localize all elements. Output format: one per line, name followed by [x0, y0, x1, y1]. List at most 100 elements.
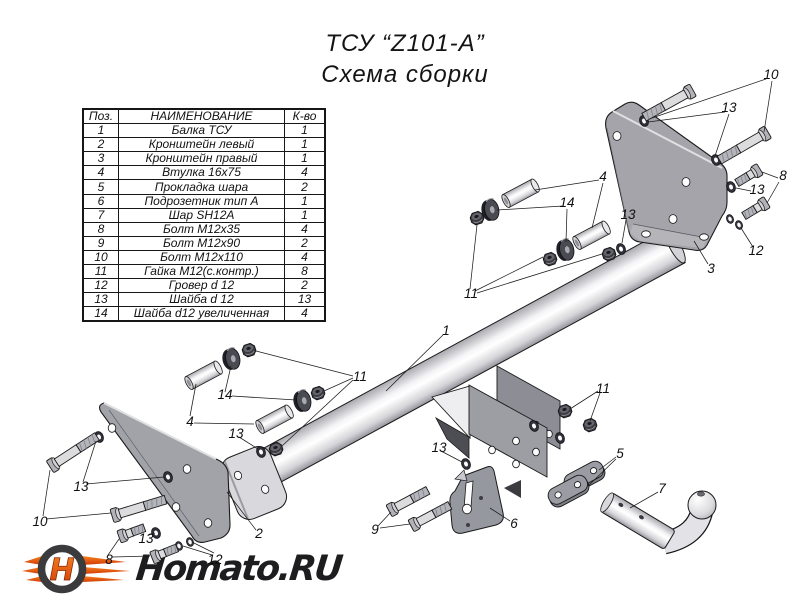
logo-wings-icon — [22, 556, 130, 582]
cell-name: Шар SH12A — [118, 207, 285, 223]
callout-label: 5 — [616, 446, 624, 461]
callout-label: 4 — [186, 414, 194, 429]
title-line1: ТСУ “Z101-А” — [325, 30, 485, 57]
callout-label: 13 — [431, 440, 447, 455]
callout-label: 1 — [442, 323, 450, 338]
callout-label: 12 — [748, 243, 764, 258]
cell-pos: 1 — [82, 123, 119, 139]
cell-qty: 2 — [284, 235, 326, 251]
cell-qty: 13 — [284, 292, 326, 308]
header-pos: Поз. — [82, 108, 119, 125]
beam-end-plate — [220, 446, 288, 520]
callout-label: 6 — [510, 516, 518, 531]
callout-label: 10 — [763, 67, 779, 82]
callout-label: 4 — [599, 169, 607, 184]
callout-label: 12 — [207, 552, 223, 567]
tow-ball — [600, 490, 717, 555]
cell-qty: 1 — [284, 193, 326, 209]
callout-label: 10 — [32, 514, 48, 529]
callouts: 10 13 8 13 12 3 4 14 13 11 1 11 14 4 13 … — [32, 67, 787, 567]
cell-qty: 4 — [284, 249, 326, 266]
callout-label: 8 — [105, 552, 113, 567]
cell-pos: 7 — [82, 207, 119, 223]
cell-qty: 2 — [284, 179, 326, 195]
callout-label: 14 — [217, 387, 232, 402]
logo-monogram: H — [49, 553, 74, 588]
cell-name: Болт М12х35 — [118, 221, 285, 237]
callout-label: 11 — [353, 369, 367, 384]
callout-label: 13 — [721, 100, 737, 115]
homato-logo: H Homato.RU — [22, 540, 343, 598]
cell-name: Прокладка шара — [118, 179, 285, 195]
leader-lines — [42, 78, 780, 558]
cell-qty: 4 — [284, 221, 326, 237]
cell-pos: 12 — [82, 278, 119, 294]
callout-label: 13 — [73, 479, 89, 494]
cell-qty: 4 — [284, 165, 326, 181]
cell-name: Гайка М12(с.контр.) — [118, 264, 285, 280]
cell-pos: 5 — [82, 179, 119, 195]
logo-emblem: H — [22, 544, 130, 594]
callout-label: 11 — [464, 286, 478, 301]
cell-name: Втулка 16х75 — [118, 165, 285, 181]
bolt-m12x90 — [385, 484, 454, 533]
cell-pos: 11 — [82, 264, 119, 280]
cell-pos: 3 — [82, 151, 119, 167]
cell-qty: 1 — [284, 123, 326, 139]
callout-label: 13 — [138, 531, 154, 546]
cell-name: Болт М12х90 — [118, 235, 285, 251]
logo-ring-icon — [37, 544, 87, 594]
drawing-title: ТСУ “Z101-А” Схема сборки — [250, 28, 560, 90]
callout-label: 13 — [749, 182, 765, 197]
cell-name: Кронштейн правый — [118, 151, 285, 167]
callout-label: 11 — [596, 381, 610, 396]
callout-label: 8 — [779, 168, 787, 183]
cell-name: Шайба d 12 — [118, 292, 285, 308]
cell-pos: 13 — [82, 292, 119, 308]
cell-pos: 4 — [82, 165, 119, 181]
cell-name: Гровер d 12 — [118, 278, 285, 294]
cell-name: Балка ТСУ — [118, 123, 285, 139]
cell-qty: 1 — [284, 137, 326, 153]
callout-label: 2 — [254, 526, 263, 541]
cell-name: Подрозетник тип А — [118, 193, 285, 209]
cell-qty: 4 — [284, 306, 326, 322]
header-qty: К-во — [284, 108, 326, 125]
right-bracket — [605, 101, 728, 251]
cell-pos: 9 — [82, 235, 119, 251]
callout-label: 9 — [371, 522, 379, 537]
callout-label: 3 — [707, 261, 715, 276]
cell-pos: 8 — [82, 221, 119, 237]
callout-label: 13 — [620, 207, 636, 222]
cell-pos: 14 — [82, 306, 119, 322]
cell-qty: 2 — [284, 278, 326, 294]
socket-plate — [449, 466, 504, 534]
center-bracket — [431, 365, 561, 498]
callout-label: 7 — [658, 481, 666, 496]
cell-pos: 6 — [82, 193, 119, 209]
cell-qty: 1 — [284, 207, 326, 223]
cell-qty: 1 — [284, 151, 326, 167]
header-name: НАИМЕНОВАНИЕ — [118, 108, 285, 125]
callout-label: 13 — [228, 426, 244, 441]
cell-qty: 8 — [284, 264, 326, 280]
title-line2: Схема сборки — [321, 61, 489, 88]
ball-spacer-pad — [547, 474, 590, 508]
